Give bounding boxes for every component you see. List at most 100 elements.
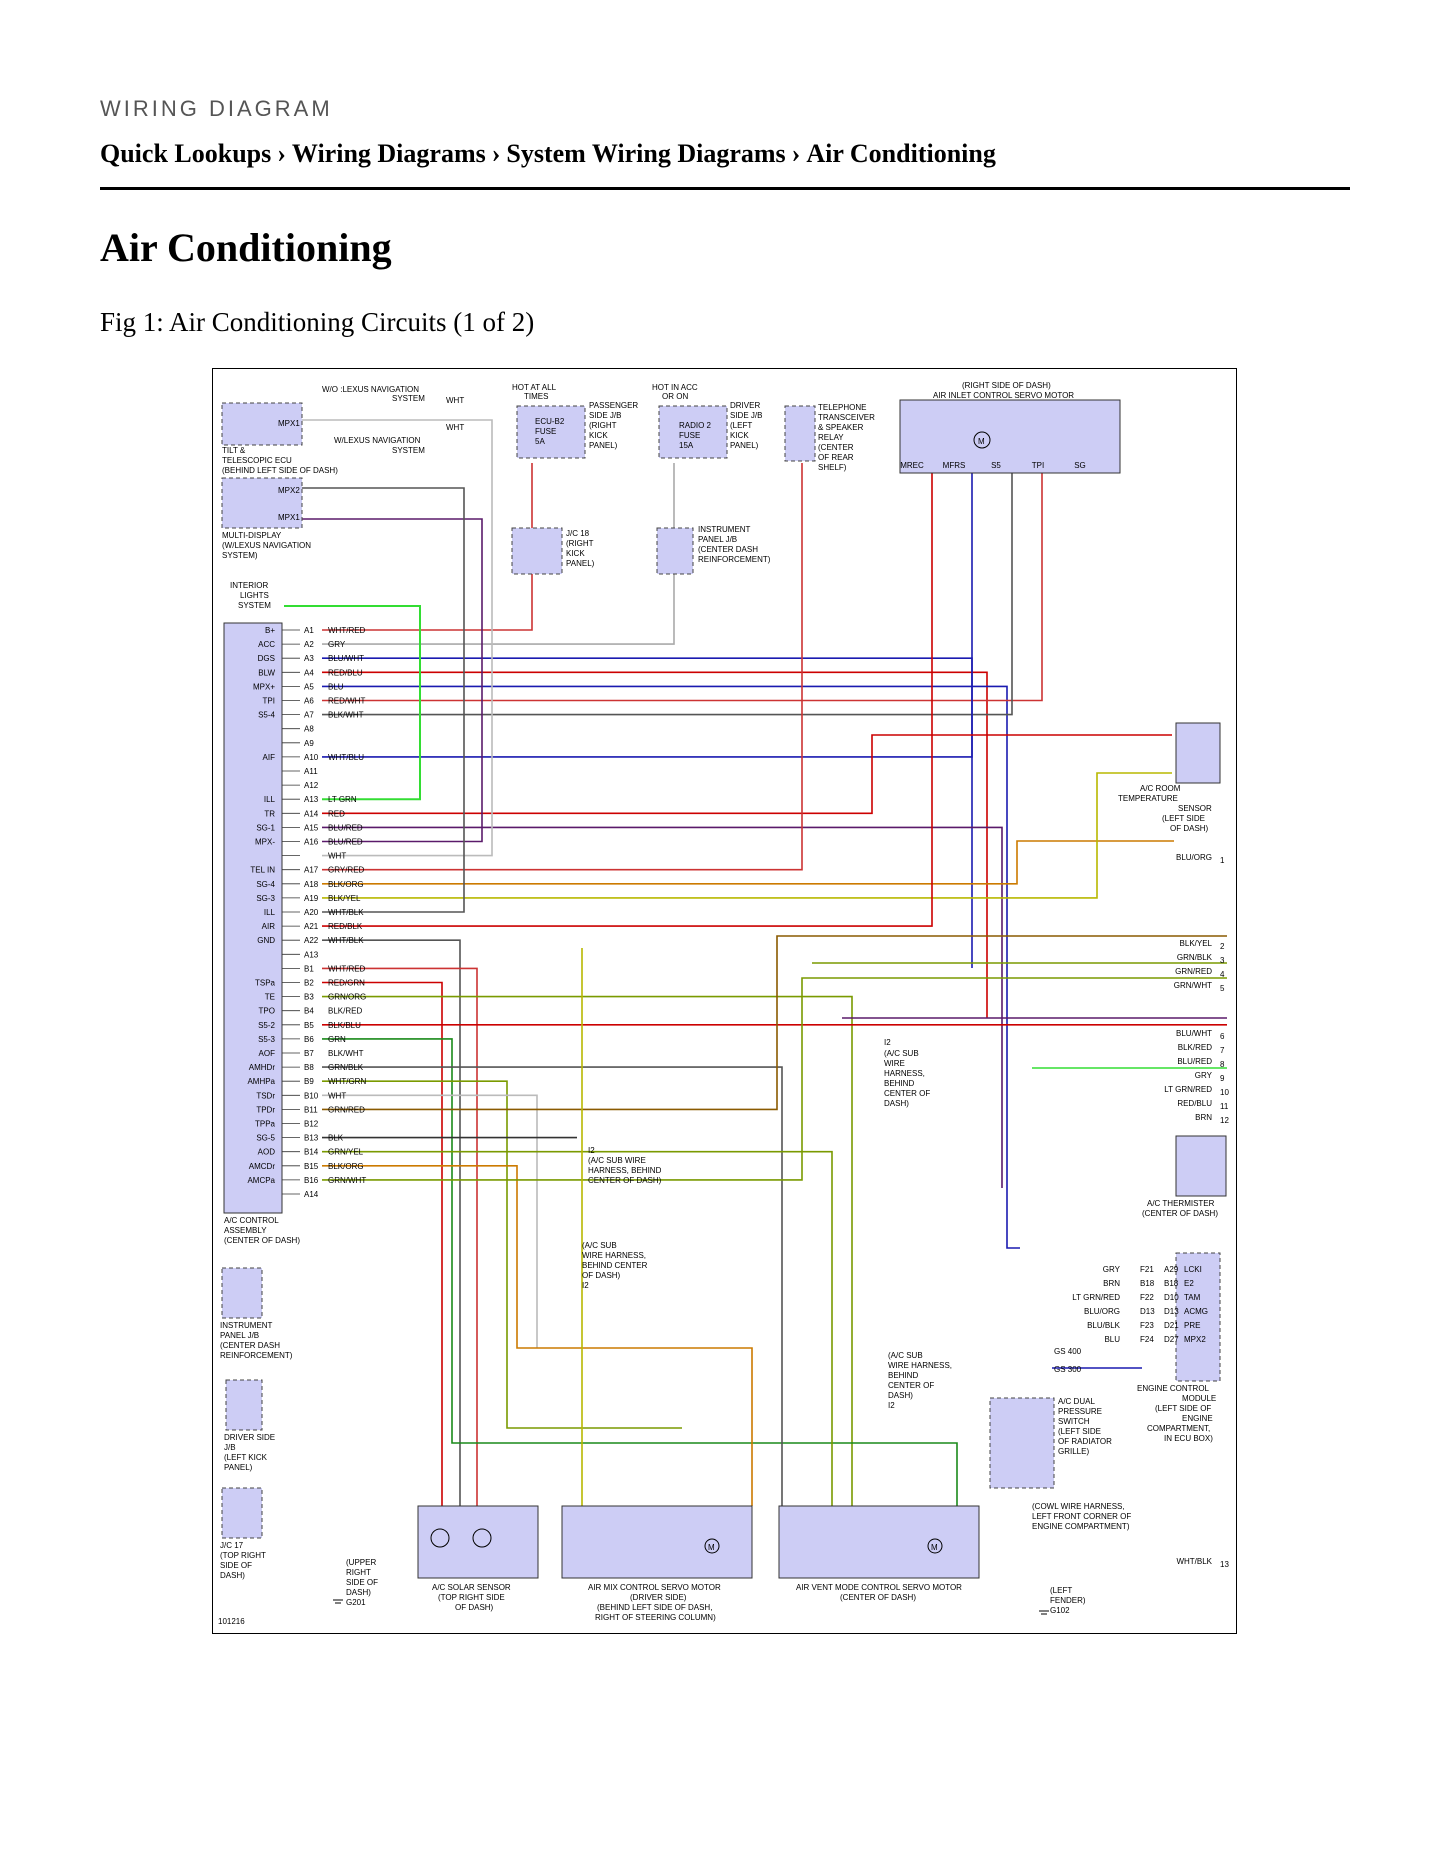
ecm-pin-2: A29	[1164, 1265, 1179, 1274]
acc-pin-label: A19	[304, 894, 319, 903]
breadcrumb-separator: ›	[491, 139, 501, 168]
label-int3: SYSTEM	[238, 601, 271, 610]
diagram-text: W/O :LEXUS NAVIGATION SYSTEM WHT WHT W/L…	[218, 381, 1218, 1626]
acc-signal-label: S5-4	[258, 711, 275, 720]
acc-signal-label: AMCPa	[247, 1176, 275, 1185]
label-ipjb3: (CENTER DASH	[698, 545, 758, 554]
label-room2: TEMPERATURE	[1118, 794, 1178, 803]
ecm-pin: F24	[1140, 1335, 1154, 1344]
label-i2d: BEHIND	[884, 1079, 914, 1088]
acc-pin-label: B16	[304, 1176, 319, 1185]
right-ref-number: 11	[1220, 1102, 1229, 1111]
wire-b15	[322, 1164, 753, 1506]
acc-wire-color-label: BLK/RED	[328, 1007, 362, 1016]
acc-wire-color-label: RED/WHT	[328, 697, 365, 706]
wire-ill	[284, 605, 421, 801]
right-ref-color: RED/BLU	[1177, 1099, 1212, 1108]
label-ipjb4: REINFORCEMENT)	[698, 555, 771, 564]
label-tilt2: TELESCOPIC ECU	[222, 456, 292, 465]
label-pass-jb3: (RIGHT	[589, 421, 617, 430]
acc-pin-label: A11	[304, 767, 318, 776]
label-i2k: WIRE HARNESS,	[582, 1251, 646, 1260]
label-drv-jb2: SIDE J/B	[730, 411, 762, 420]
label-pass-jb5: PANEL)	[589, 441, 618, 450]
wire-tpi	[322, 473, 1043, 702]
label-ecu-fuse: ECU-B2	[535, 417, 565, 426]
breadcrumb-air-conditioning[interactable]: Air Conditioning	[806, 139, 996, 168]
ecm-wire-color: BLU/ORG	[1084, 1307, 1120, 1316]
label-wo-nav: W/O :LEXUS NAVIGATION	[322, 385, 419, 394]
label-hot-all: HOT AT ALL	[512, 383, 557, 392]
acc-wire-color-label: GRY	[328, 640, 346, 649]
right-ref-color: GRN/WHT	[1174, 981, 1212, 990]
label-pass-jb4: KICK	[589, 431, 608, 440]
ecm-pin: B18	[1140, 1279, 1155, 1288]
label-fuse: FUSE	[535, 427, 556, 436]
photodiode-icon	[430, 1528, 450, 1548]
label-drv-jb: DRIVER	[730, 401, 760, 410]
acc-wire-color-label: LT GRN	[328, 795, 357, 804]
acc-wire-color-label: BLU/RED	[328, 838, 363, 847]
label-dual6: GRILLE)	[1058, 1447, 1089, 1456]
right-ref-number: 6	[1220, 1032, 1225, 1041]
label-room3: SENSOR	[1178, 804, 1212, 813]
right-ref-color: GRN/BLK	[1177, 953, 1213, 962]
label-pass-jb2: SIDE J/B	[589, 411, 621, 420]
label-pass-jb: PASSENGER	[589, 401, 638, 410]
wire-b14	[322, 1150, 833, 1506]
label-ipjb2: PANEL J/B	[698, 535, 737, 544]
label-cowl2: LEFT FRONT CORNER OF	[1032, 1512, 1131, 1521]
acc-pin-label: B1	[304, 964, 314, 973]
breadcrumb-separator: ›	[791, 139, 801, 168]
breadcrumb-quick-lookups[interactable]: Quick Lookups	[100, 139, 272, 168]
acc-signal-label: AIF	[263, 753, 276, 762]
label-tel1: TELEPHONE	[818, 403, 866, 412]
air-inlet-control-servo-motor	[899, 399, 1121, 474]
label-multi3: SYSTEM)	[222, 551, 258, 560]
acc-pin-label: A13	[304, 950, 319, 959]
ecm-pin: F22	[1140, 1293, 1154, 1302]
wire-b10	[322, 1094, 538, 1348]
air-mix-control-servo-motor	[561, 1505, 753, 1579]
label-i2e-d: CENTER OF	[888, 1381, 934, 1390]
ecm-pin-2: D10	[1164, 1293, 1179, 1302]
acc-wire-color-label: WHT/BLK	[328, 908, 364, 917]
label-int2: LIGHTS	[240, 591, 269, 600]
acc-signal-label: AMHPa	[247, 1077, 275, 1086]
diagram-border	[212, 368, 1237, 1634]
label-times: TIMES	[524, 392, 548, 401]
acc-signal-label: AMCDr	[249, 1162, 276, 1171]
wire-aif	[322, 473, 973, 758]
label-tilt: TILT &	[222, 446, 246, 455]
wire-b9	[322, 1080, 682, 1429]
breadcrumb-wiring-diagrams[interactable]: Wiring Diagrams	[291, 139, 486, 168]
label-tel3: & SPEAKER	[818, 423, 864, 432]
label-mpx2: MPX2	[278, 486, 300, 495]
wire-wht-nav	[302, 419, 493, 857]
acc-pin-label: A12	[304, 781, 319, 790]
acc-wire-color-label: RED/BLU	[328, 668, 363, 677]
label-i2d-d: BEHIND	[888, 1371, 918, 1380]
acc-signal-label: ILL	[264, 908, 276, 917]
acc-wire-color-label: BLK/WHT	[328, 1049, 364, 1058]
right-ref-number: 12	[1220, 1116, 1229, 1125]
acc-pin-label: B8	[304, 1063, 314, 1072]
label-aic2: AIR INLET CONTROL SERVO MOTOR	[933, 391, 1074, 400]
acc-signal-label: TPDr	[256, 1105, 275, 1114]
right-ref-number: 10	[1220, 1088, 1229, 1097]
wire-gnd	[322, 939, 461, 1506]
wire-b16	[322, 977, 1227, 1181]
right-ref-number: 13	[1220, 1560, 1229, 1569]
breadcrumb-system-wiring-diagrams[interactable]: System Wiring Diagrams	[506, 139, 786, 168]
acc-signal-label: SG-3	[256, 894, 275, 903]
label-g201: G201	[346, 1598, 366, 1607]
acc-pin-label: A4	[304, 668, 314, 677]
acc-pin-label: A1	[304, 626, 314, 635]
air-inlet-pin-label: S5	[991, 461, 1001, 470]
wire-s5-4	[322, 473, 1013, 716]
label-drvjb1: DRIVER SIDE	[224, 1433, 275, 1442]
acc-pin-label: A18	[304, 880, 319, 889]
ecm-pin-2: D27	[1164, 1335, 1179, 1344]
air-inlet-pin-label: MREC	[900, 461, 924, 470]
acc-signal-label: S5-3	[258, 1035, 275, 1044]
